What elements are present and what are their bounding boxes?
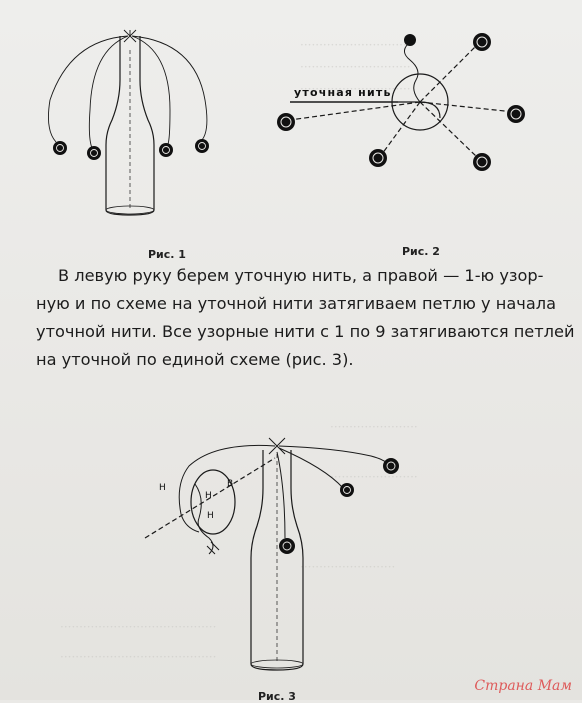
paragraph-line: на уточной по единой схеме (рис. 3). <box>36 350 354 369</box>
paragraph-line: ную и по схеме на уточной нити затягивае… <box>36 294 557 313</box>
figure-2-weft-diagram: уточная нить <box>277 33 525 171</box>
figure-1-bottle-diagram <box>48 29 209 216</box>
loop-mark-n: Н <box>159 483 166 493</box>
loop-mark-n: Н <box>207 511 214 521</box>
paragraph-line: В левую руку берем уточную нить, а право… <box>58 266 544 285</box>
figure-1-caption: Рис. 1 <box>148 248 186 261</box>
figure-3-loop-diagram: Н Н В Н <box>144 437 399 671</box>
loop-mark-v: В <box>227 479 233 489</box>
instruction-paragraph: В левую руку берем уточную нить, а право… <box>36 262 575 374</box>
figure-2-caption: Рис. 2 <box>402 245 440 258</box>
site-watermark: Страна Мам <box>474 678 572 694</box>
paragraph-line: уточной нити. Все узорные нити с 1 по 9 … <box>36 322 575 341</box>
loop-mark-n: Н <box>205 491 212 501</box>
figure-3-caption: Рис. 3 <box>258 690 296 703</box>
weft-thread-label: уточная нить <box>294 86 392 99</box>
